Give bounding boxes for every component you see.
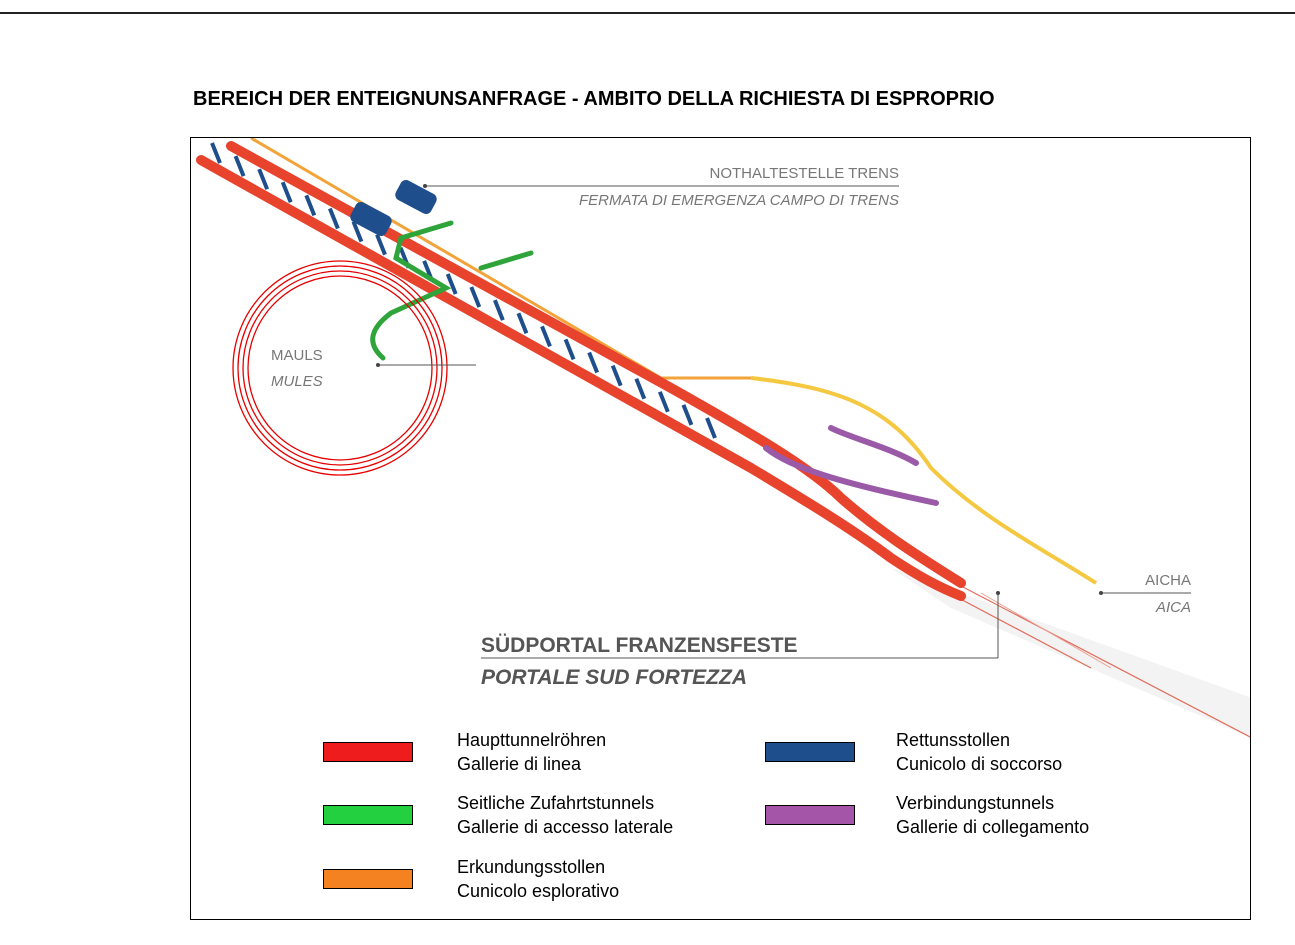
rescue-rung <box>257 168 269 190</box>
rail-line-upper-inner <box>950 593 1092 669</box>
legend-connection-de: Verbindungstunnels <box>896 793 1055 813</box>
rescue-rung <box>587 351 599 374</box>
label-trens-it: FERMATA DI EMERGENZA CAMPO DI TRENS <box>579 192 899 209</box>
rescue-rung <box>516 312 529 334</box>
legend-access-tunnel-de: Seitliche Zufahrtstunnels <box>457 793 655 813</box>
legend-connection-it: Gallerie di collegamento <box>896 817 1090 837</box>
rescue-rung <box>351 220 364 243</box>
access-tunnel-mauls <box>370 220 454 361</box>
label-portal-it: PORTALE SUD FORTEZZA <box>481 666 747 689</box>
legend-main-tunnel-it: Gallerie di linea <box>457 754 582 774</box>
station-block-north <box>395 180 437 214</box>
rescue-rung <box>469 286 482 308</box>
rail-line-lower <box>980 592 1112 669</box>
label-portal-de: SÜDPORTAL FRANZENSFESTE <box>481 634 798 657</box>
legend-label-access-tunnel: Seitliche Zufahrtstunnels Gallerie di ac… <box>457 791 673 839</box>
main-tube-south <box>196 155 966 601</box>
connection-tunnel-2 <box>763 445 939 506</box>
rescue-rungs <box>210 142 717 439</box>
rescue-rung <box>304 194 317 217</box>
legend-label-rescue: Rettunsstollen Cunicolo di soccorso <box>896 728 1062 776</box>
connection-tunnel-1 <box>828 425 919 466</box>
label-trens-de: NOTHALTESTELLE TRENS <box>710 165 900 182</box>
portal-marker-dot <box>996 591 1000 595</box>
rescue-rung <box>658 391 670 413</box>
legend-exploratory-de: Erkundungsstollen <box>457 857 606 877</box>
highlight-circle <box>232 260 448 476</box>
legend-label-connection: Verbindungstunnels Gallerie di collegame… <box>896 791 1089 839</box>
legend-rescue-de: Rettunsstollen <box>896 730 1011 750</box>
legend-main-tunnel-de: Haupttunnelröhren <box>457 730 607 750</box>
legend-swatch-main-tunnel <box>323 742 413 762</box>
label-aicha-de: AICHA <box>1145 572 1191 589</box>
rescue-rung <box>705 417 717 439</box>
rail-line-upper <box>960 585 1250 738</box>
legend-swatch-exploratory <box>323 869 413 889</box>
page-title: BEREICH DER ENTEIGNUNSANFRAGE - AMBITO D… <box>193 88 995 110</box>
label-mauls-it: MULES <box>271 373 323 390</box>
legend-swatch-rescue <box>765 742 855 762</box>
station-block-south <box>350 202 392 236</box>
rescue-rung <box>375 233 387 256</box>
rescue-rung <box>210 142 222 164</box>
rescue-rung <box>233 155 246 177</box>
rescue-rung <box>634 377 647 400</box>
legend-label-exploratory: Erkundungsstollen Cunicolo esplorativo <box>457 855 619 903</box>
rescue-rung <box>445 273 458 295</box>
mauls-marker-dot <box>376 363 380 367</box>
main-tube-north <box>226 141 966 588</box>
rescue-rung <box>280 181 293 204</box>
legend-swatch-access-tunnel <box>323 805 413 825</box>
tunnel-diagram: NOTHALTESTELLE TRENS FERMATA DI EMERGENZ… <box>196 138 1250 738</box>
rescue-rung <box>563 338 576 361</box>
rescue-rung <box>493 299 505 321</box>
legend-access-tunnel-it: Gallerie di accesso laterale <box>457 817 674 837</box>
rescue-rung <box>610 364 623 387</box>
exploratory-tunnel <box>250 138 751 380</box>
legend-swatch-connection <box>765 805 855 825</box>
aicha-marker-dot <box>1099 591 1103 595</box>
legend-rescue-it: Cunicolo di soccorso <box>896 754 1063 774</box>
rescue-rung <box>681 404 694 426</box>
label-aicha-it: AICA <box>1155 599 1191 616</box>
access-tunnel-branch <box>478 250 534 271</box>
diagram-frame: NOTHALTESTELLE TRENS FERMATA DI EMERGENZ… <box>190 137 1251 920</box>
exploratory-line-aicha <box>750 376 1098 585</box>
top-rule <box>0 12 1295 14</box>
rescue-rung <box>540 325 552 348</box>
leader-lines <box>378 185 1191 659</box>
legend-label-main-tunnel: Haupttunnelröhren Gallerie di linea <box>457 728 606 776</box>
label-mauls-de: MAULS <box>271 347 323 364</box>
trens-marker-dot <box>423 184 427 188</box>
rescue-rung <box>328 207 340 230</box>
legend-exploratory-it: Cunicolo esplorativo <box>457 881 620 901</box>
